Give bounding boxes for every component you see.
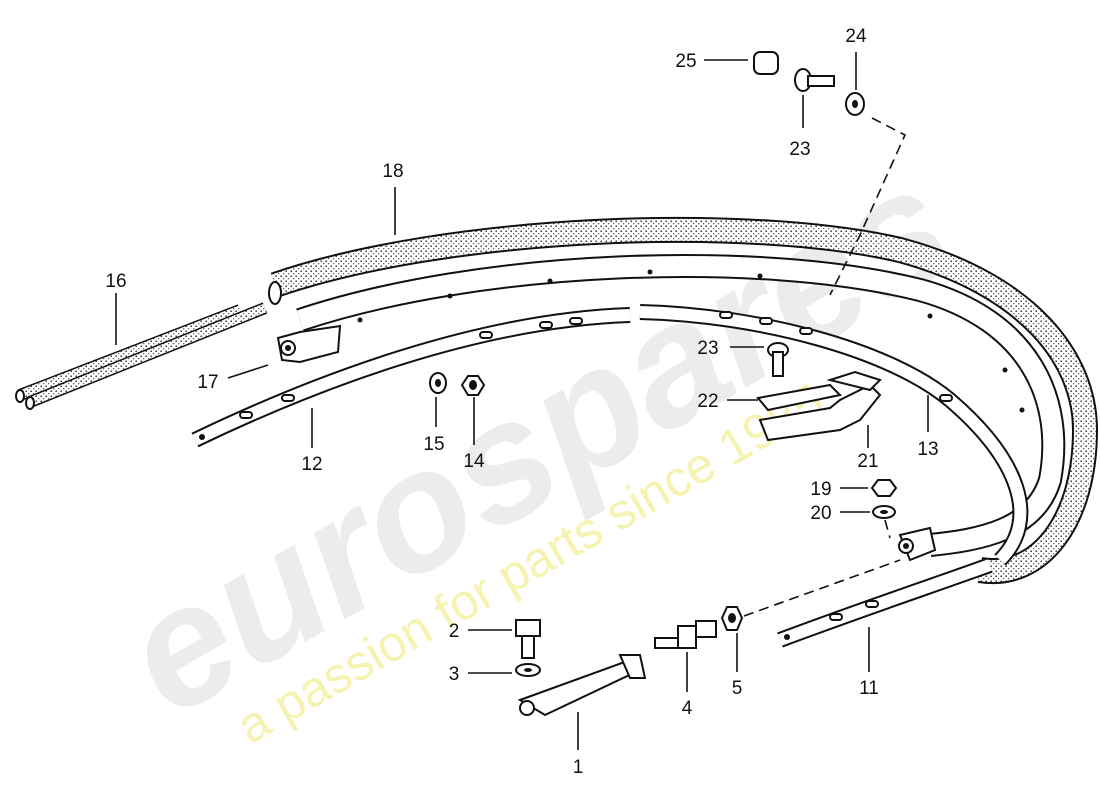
callout-12: 12 [301,454,322,475]
callout-20: 20 [810,503,831,524]
callout-16: 16 [105,271,126,292]
part-20-washer [872,505,896,519]
part-19-nut [870,479,898,497]
part-13-inner-strip [639,304,1029,566]
part-3-washer [515,663,541,677]
part-17-end-block [276,324,342,364]
callout-14: 14 [463,451,485,472]
callout-3: 3 [449,664,460,685]
part-22-plate [756,383,843,412]
watermark-brand: eurospares [94,129,983,752]
part-11-rear-strip [777,557,993,648]
callout-21: 21 [857,451,878,472]
part-21-bracket [758,370,882,442]
callout-25: 25 [675,51,696,72]
callout-11: 11 [859,678,879,699]
callout-18: 18 [382,161,403,182]
leader-lines [115,52,929,750]
callout-1: 1 [573,757,584,778]
callout-19: 19 [810,479,831,500]
callout-2: 2 [449,621,460,642]
part-15-washer [429,372,447,394]
part-24-washer [845,92,865,116]
callout-23-upper: 23 [789,139,810,160]
callout-24: 24 [845,26,867,47]
part-frame-rail [296,254,1066,557]
part-4-stud [654,620,717,649]
callout-23-lower: 23 [697,338,718,359]
callout-22: 22 [697,391,718,412]
part-18-outer-seal [268,216,1099,585]
part-2-bolt [515,619,541,659]
callout-5: 5 [732,678,743,699]
assembly-dash-lines [743,117,907,617]
part-end-block-rear [898,526,937,562]
callout-labels: 25 24 23 18 16 17 12 15 14 23 22 21 13 1… [105,26,938,778]
part-14-nut [460,375,486,396]
part-25-cap [753,51,779,75]
part-12-front-strip [191,307,631,448]
callout-15: 15 [423,434,444,455]
callout-13: 13 [917,439,938,460]
part-1-bracket [517,654,647,717]
part-23-bolt-lower [767,342,789,377]
callout-4: 4 [682,698,693,719]
part-23-screw-upper [794,68,835,92]
part-5-nut [720,606,744,631]
callout-17: 17 [197,372,218,393]
part-16-rods [15,302,268,410]
